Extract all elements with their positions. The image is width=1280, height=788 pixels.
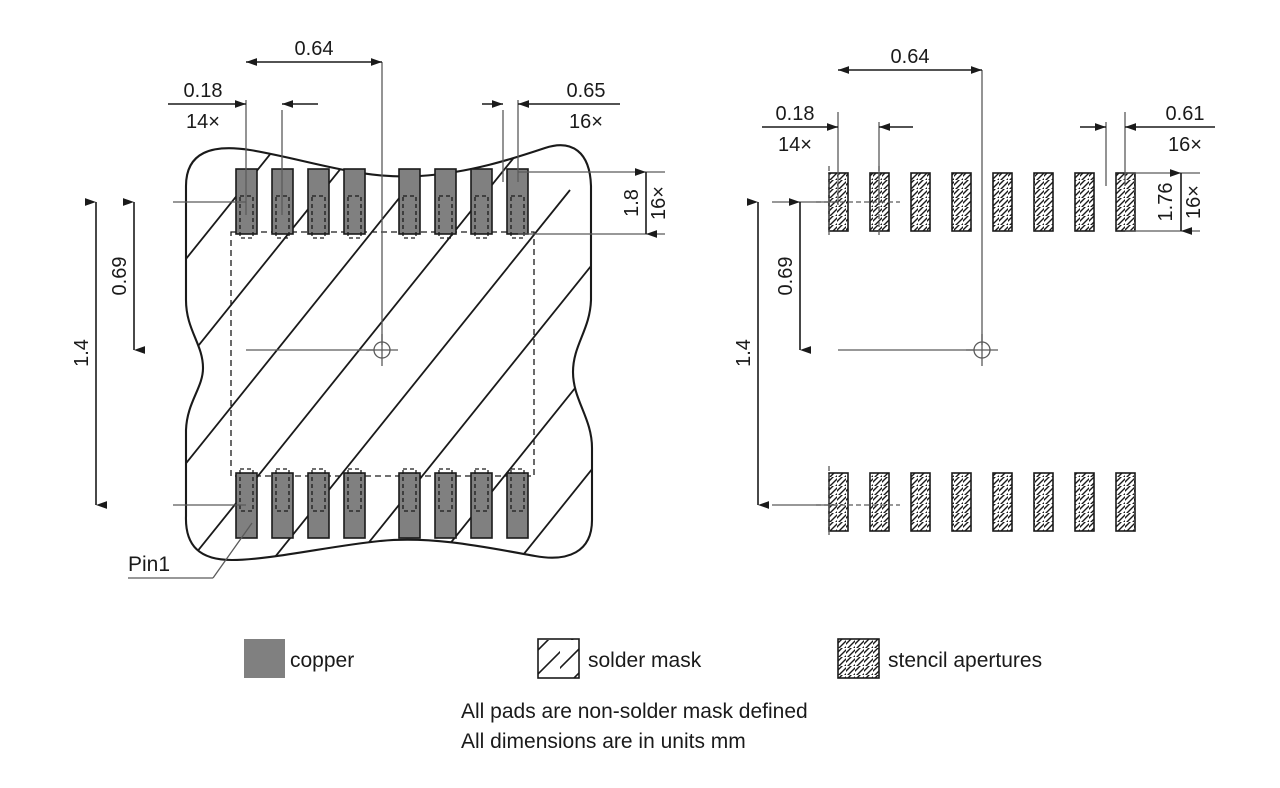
dim-innerspan-right: 0.69 [775,198,811,354]
dim-rowoffset-right-value: 0.61 [1166,103,1205,125]
stencil-aperture-swatch [837,638,880,679]
copper-pad [506,468,529,539]
dim-outerspan-right: 1.4 [733,198,769,509]
solder-mask-swatch [537,638,580,679]
right-view-group: 0.64 0.18 14× 0.61 16× 1.76 16× 0.69 [733,46,1215,538]
dim-pitch-left: 0.64 [246,38,382,66]
dim-innerspan-left: 0.69 [109,198,145,354]
legend-label-copper: copper [290,649,354,672]
dim-rowoffset-left-value: 0.65 [567,80,606,102]
stencil-aperture [869,472,890,532]
stencil-aperture [1074,472,1095,532]
dim-outerspan-left-value: 1.4 [71,339,93,367]
stencil-aperture [992,472,1013,532]
copper-pad [343,468,366,539]
solder-mask-body [184,144,594,562]
dim-pitch-left-value: 0.64 [295,38,334,60]
stencil-aperture [1033,172,1054,232]
pin1-label: Pin1 [128,553,170,576]
dim-aperturewidth-right: 0.18 14× [762,103,913,156]
copper-pad-row-top [235,168,529,239]
legend-label-stencil-apertures: stencil apertures [888,649,1042,672]
legend-item-copper: copper [244,639,354,678]
dim-pitch-right-value: 0.64 [891,46,930,68]
stencil-aperture [1033,472,1054,532]
dim-padheight-left-value: 1.8 [621,189,643,217]
dim-padwidth-left: 0.18 14× [168,80,318,133]
dim-aperturewidth-right-value: 0.18 [776,103,815,125]
stencil-aperture [951,472,972,532]
stencil-aperture [828,472,849,532]
dim-padwidth-left-count: 14× [186,111,220,133]
copper-pad [470,168,493,239]
note-line-1: All pads are non-solder mask defined [461,700,808,723]
copper-pad [434,468,457,539]
copper-pad-row-bottom [235,468,529,539]
extension-lines-right-view [772,70,1200,538]
dim-outerspan-right-value: 1.4 [733,339,755,367]
copper-pad [307,468,330,539]
stencil-aperture [1074,172,1095,232]
left-view-group: 0.64 0.18 14× 0.65 16× 1.8 16× 0.69 [71,38,670,579]
copper-pad [470,468,493,539]
legend-item-stencil-apertures: stencil apertures [837,638,1042,679]
copper-pad [307,168,330,239]
note-line-2: All dimensions are in units mm [461,730,746,753]
stencil-aperture-row-bottom [828,472,1136,532]
dim-rowoffset-left-count: 16× [569,111,603,133]
stencil-aperture [1115,472,1136,532]
dim-pitch-right: 0.64 [838,46,982,74]
copper-swatch [244,639,285,678]
legend: copper solder mask stencil apertures [244,638,1042,679]
dim-apertureheight-right-count: 16× [1183,185,1205,219]
stencil-aperture [910,172,931,232]
dim-padwidth-left-value: 0.18 [184,80,223,102]
dim-innerspan-right-value: 0.69 [775,257,797,296]
notes-block: All pads are non-solder mask defined All… [461,700,808,753]
dim-apertureheight-right: 1.76 16× [1155,169,1205,235]
legend-item-solder-mask: solder mask [537,638,702,679]
stencil-aperture [992,172,1013,232]
dim-innerspan-left-value: 0.69 [109,257,131,296]
dim-rowoffset-right-count: 16× [1168,134,1202,156]
copper-pad [271,468,294,539]
dim-aperturewidth-right-count: 14× [778,134,812,156]
dim-padheight-left: 1.8 16× [621,168,670,238]
dim-padheight-left-count: 16× [648,186,670,220]
legend-label-solder-mask: solder mask [588,649,702,672]
copper-pad [343,168,366,239]
stencil-aperture [910,472,931,532]
copper-pad [235,468,258,539]
copper-pad [434,168,457,239]
dim-outerspan-left: 1.4 [71,198,107,509]
dim-rowoffset-right: 0.61 16× [1080,103,1215,156]
pin1-callout: Pin1 [128,522,253,579]
copper-pad [398,468,421,539]
dim-rowoffset-left: 0.65 16× [482,80,620,133]
copper-pad [398,168,421,239]
stencil-aperture [951,172,972,232]
dim-apertureheight-right-value: 1.76 [1155,183,1177,222]
extension-lines-left-view [173,62,665,506]
